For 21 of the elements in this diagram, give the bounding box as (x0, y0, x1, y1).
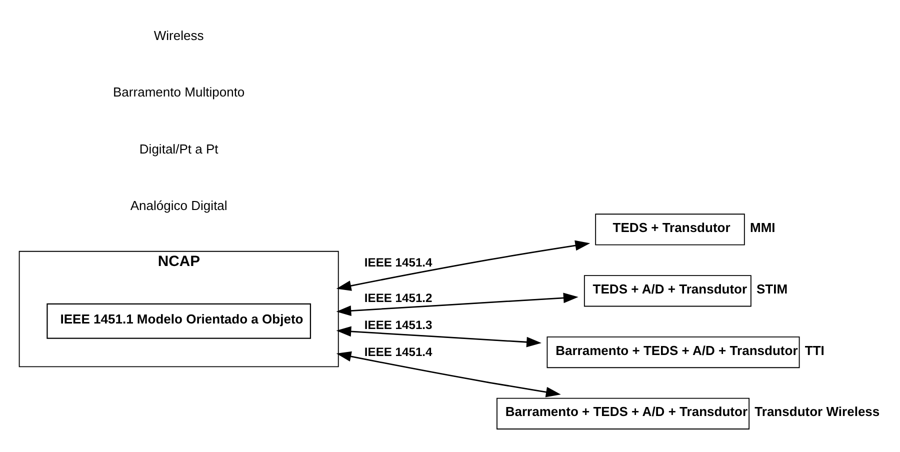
edge-label: IEEE 1451.2 (364, 290, 432, 305)
arrow (336, 240, 590, 291)
arrow (336, 292, 578, 316)
edge-label: IEEE 1451.4 (364, 344, 432, 359)
node-label: STIM (756, 281, 788, 296)
label: Digital/Pt a Pt (139, 141, 218, 156)
node-box: IEEE 1451.1 Modelo Orientado a Objeto (46, 303, 312, 339)
label: Analógico Digital (130, 198, 228, 214)
node-label: MMI (750, 220, 776, 235)
node-box: Barramento + TEDS + A/D + Transdutor (546, 336, 800, 368)
edge-label: IEEE 1451.4 (364, 256, 432, 270)
node-box: Barramento + TEDS + A/D + Transdutor (496, 398, 750, 430)
label: Barramento Multiponto (113, 84, 245, 100)
edge-label: IEEE 1451.3 (364, 318, 432, 332)
node-box: TEDS + Transdutor (595, 214, 745, 246)
node-label: Transdutor Wireless (754, 404, 880, 420)
label: Wireless (154, 28, 204, 43)
arrow (336, 351, 561, 398)
arrow (336, 326, 542, 348)
node-box: TEDS + A/D + Transdutor (584, 275, 752, 307)
node-label: TTI (804, 342, 824, 358)
